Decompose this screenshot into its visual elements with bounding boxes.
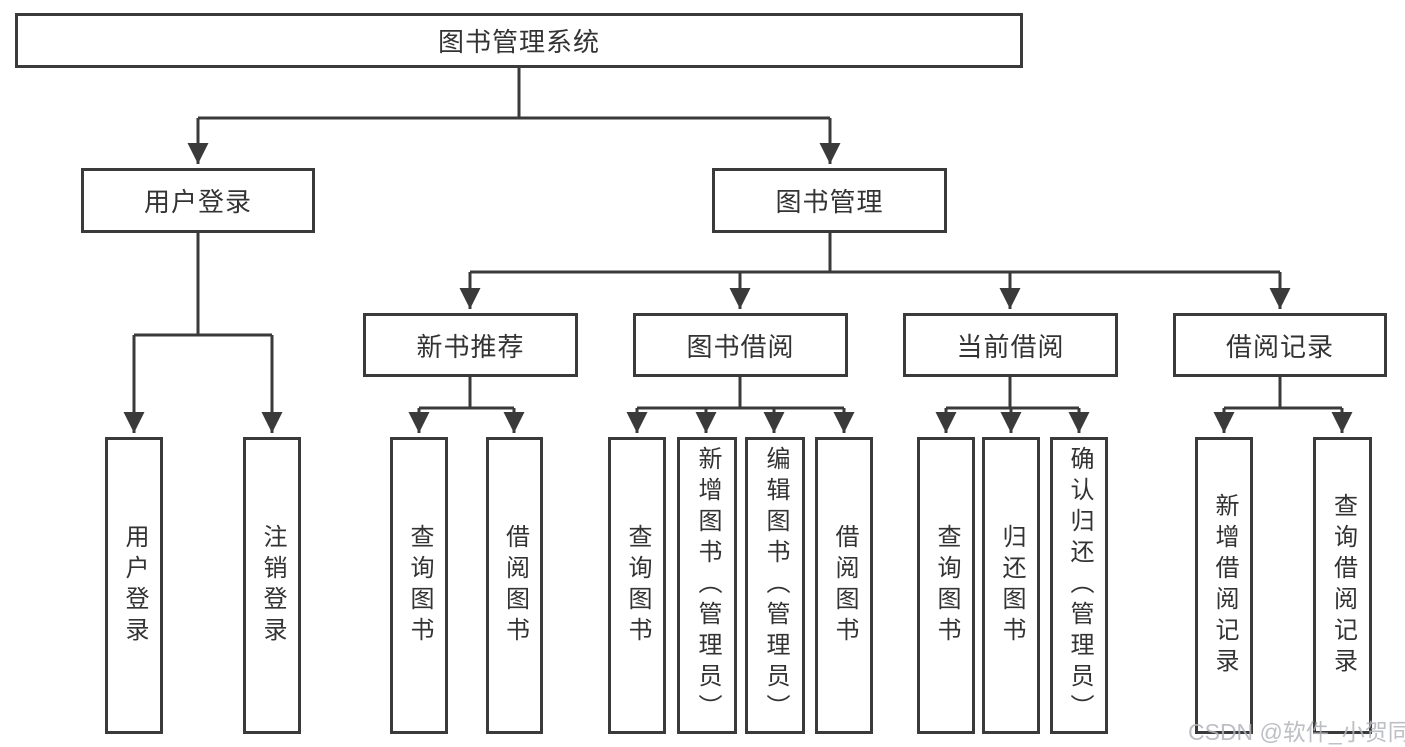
node-new-book-recommend-label: 新书推荐 [416, 331, 525, 362]
node-current-return-books: 归还图书 [982, 437, 1040, 734]
csdn-watermark: CSDN @软件_小贺同学 [1188, 719, 1405, 745]
node-newbooks-query-books-label: 查询图书 [406, 523, 433, 648]
node-book-mgmt-label: 图书管理 [775, 187, 884, 217]
node-records-add-record-label: 新增借阅记录 [1211, 492, 1238, 679]
node-records-add-record: 新增借阅记录 [1195, 437, 1253, 734]
node-borrow-query-books: 查询图书 [608, 437, 666, 734]
node-borrow-add-books-admin-label: 新增图书（管理员） [694, 446, 721, 725]
node-book-borrow-label: 图书借阅 [686, 331, 795, 362]
node-borrow-borrow-books-label: 借阅图书 [831, 523, 858, 648]
node-borrow-edit-books-admin: 编辑图书（管理员） [745, 437, 805, 734]
node-borrow-records-label: 借阅记录 [1225, 331, 1334, 362]
node-current-borrow-label: 当前借阅 [956, 331, 1065, 362]
node-current-return-books-label: 归还图书 [998, 523, 1025, 648]
node-records-query-record-label: 查询借阅记录 [1329, 492, 1357, 679]
node-login-label: 用户登录 [121, 523, 148, 648]
node-newbooks-borrow-books: 借阅图书 [486, 437, 543, 734]
node-current-borrow: 当前借阅 [903, 313, 1118, 377]
node-book-borrow: 图书借阅 [633, 313, 848, 377]
node-root-label: 图书管理系统 [437, 27, 600, 57]
node-current-query-books: 查询图书 [917, 437, 975, 734]
node-current-query-books-label: 查询图书 [933, 523, 960, 648]
node-borrow-query-books-label: 查询图书 [624, 523, 651, 648]
node-login: 用户登录 [105, 437, 163, 734]
node-borrow-add-books-admin: 新增图书（管理员） [677, 437, 737, 734]
node-current-confirm-return-admin: 确认归还（管理员） [1050, 437, 1108, 734]
node-borrow-edit-books-admin-label: 编辑图书（管理员） [762, 446, 789, 725]
node-newbooks-query-books: 查询图书 [390, 437, 448, 734]
node-book-mgmt: 图书管理 [712, 168, 947, 233]
node-user-login: 用户登录 [81, 168, 315, 233]
node-root: 图书管理系统 [15, 13, 1023, 68]
node-user-login-label: 用户登录 [143, 187, 252, 217]
node-logout: 注销登录 [243, 437, 301, 734]
node-new-book-recommend: 新书推荐 [363, 313, 578, 377]
node-records-query-record: 查询借阅记录 [1313, 437, 1372, 734]
node-borrow-borrow-books: 借阅图书 [815, 437, 873, 734]
node-borrow-records: 借阅记录 [1173, 313, 1387, 377]
node-current-confirm-return-admin-label: 确认归还（管理员） [1066, 446, 1093, 725]
node-logout-label: 注销登录 [259, 523, 286, 648]
node-newbooks-borrow-books-label: 借阅图书 [501, 523, 529, 648]
